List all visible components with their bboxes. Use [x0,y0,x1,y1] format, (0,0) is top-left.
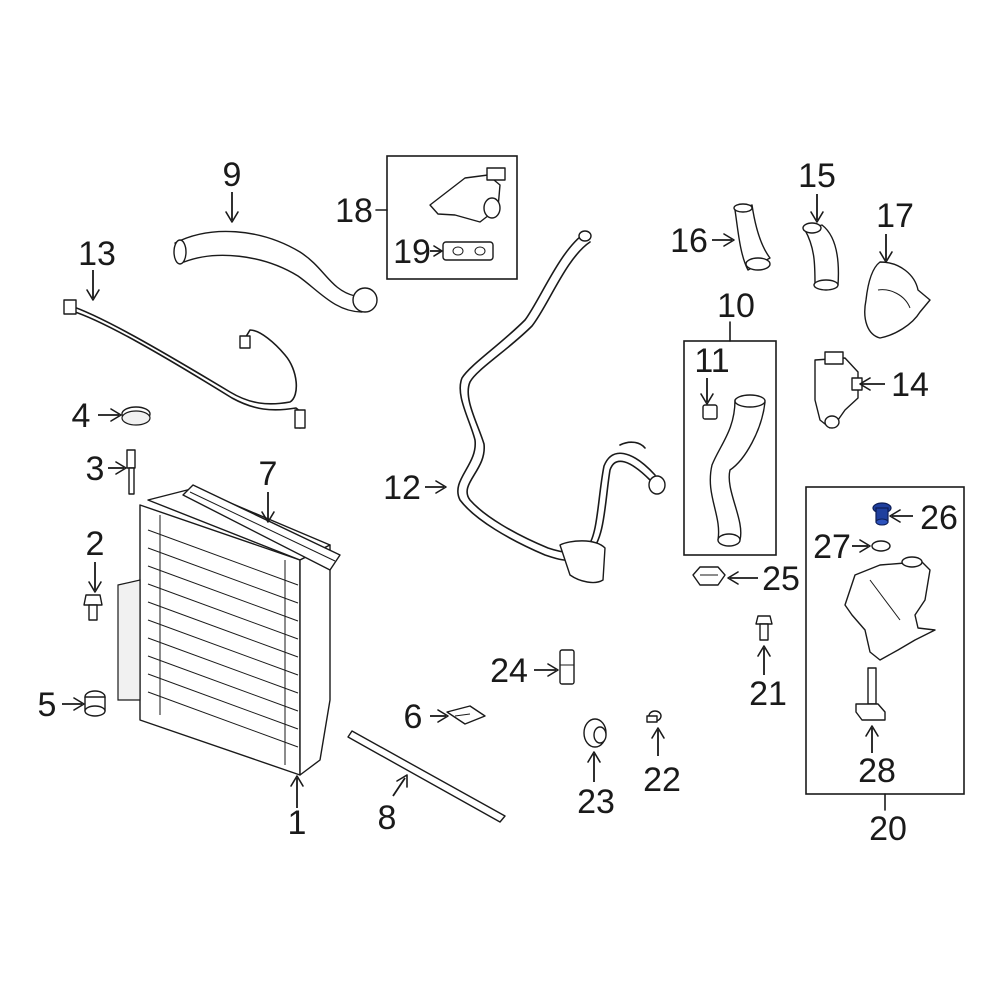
radiator-drawing [117,487,331,776]
callout-16[interactable]: 16 [670,222,708,260]
reservoir-box [805,486,965,795]
grommet-drawing [121,406,151,426]
leader-lines [62,192,913,811]
callout-25[interactable]: 25 [762,560,800,598]
callout-18[interactable]: 18 [335,192,373,230]
callout-23[interactable]: 23 [577,783,615,821]
callout-4[interactable]: 4 [72,397,91,435]
elbow-drawing [802,222,840,291]
tube-assembly-drawing [63,299,306,429]
callout-2[interactable]: 2 [86,525,105,563]
outlet-tube-drawing [733,203,771,271]
callout-24[interactable]: 24 [490,652,528,690]
callout-17[interactable]: 17 [876,197,914,235]
grommet-23-drawing [583,718,607,748]
bolt-drawing [83,594,103,621]
thermostat-box [386,155,518,280]
callout-22[interactable]: 22 [643,761,681,799]
callout-21[interactable]: 21 [749,675,787,713]
callout-19[interactable]: 19 [393,233,431,271]
cover-drawing [864,261,931,339]
cap-drawing [692,566,726,586]
o-ring-drawing [871,540,891,552]
callout-27[interactable]: 27 [813,528,851,566]
upper-seal-drawing [182,484,341,571]
callout-14[interactable]: 14 [891,366,929,404]
clip-drawing [559,649,575,685]
lower-seal-drawing [347,730,506,823]
callout-6[interactable]: 6 [404,698,423,736]
callout-1[interactable]: 1 [288,804,307,842]
callout-15[interactable]: 15 [798,157,836,195]
bracket-drawing [446,705,486,725]
callout-8[interactable]: 8 [378,799,397,837]
callout-26[interactable]: 26 [920,499,958,537]
callout-3[interactable]: 3 [86,450,105,488]
callout-labels: 1 2 3 4 5 6 7 8 9 10 11 12 13 14 15 16 1… [38,156,958,848]
reservoir-cap-highlighted [872,502,892,526]
pin-drawing [646,710,662,723]
callout-7[interactable]: 7 [259,455,278,493]
upper-hose-drawing [173,230,378,313]
pump-drawing [814,351,863,429]
long-hose-drawing [457,230,666,584]
callout-10[interactable]: 10 [717,287,755,325]
callout-11[interactable]: 11 [694,342,729,380]
callout-20[interactable]: 20 [869,810,907,848]
callout-12[interactable]: 12 [383,469,421,507]
insulator-drawing [84,690,106,717]
callout-9[interactable]: 9 [223,156,242,194]
callout-13[interactable]: 13 [78,235,116,273]
callout-28[interactable]: 28 [858,752,896,790]
sensor-drawing [126,449,136,495]
bolt-21-drawing [755,615,773,641]
callout-5[interactable]: 5 [38,686,57,724]
